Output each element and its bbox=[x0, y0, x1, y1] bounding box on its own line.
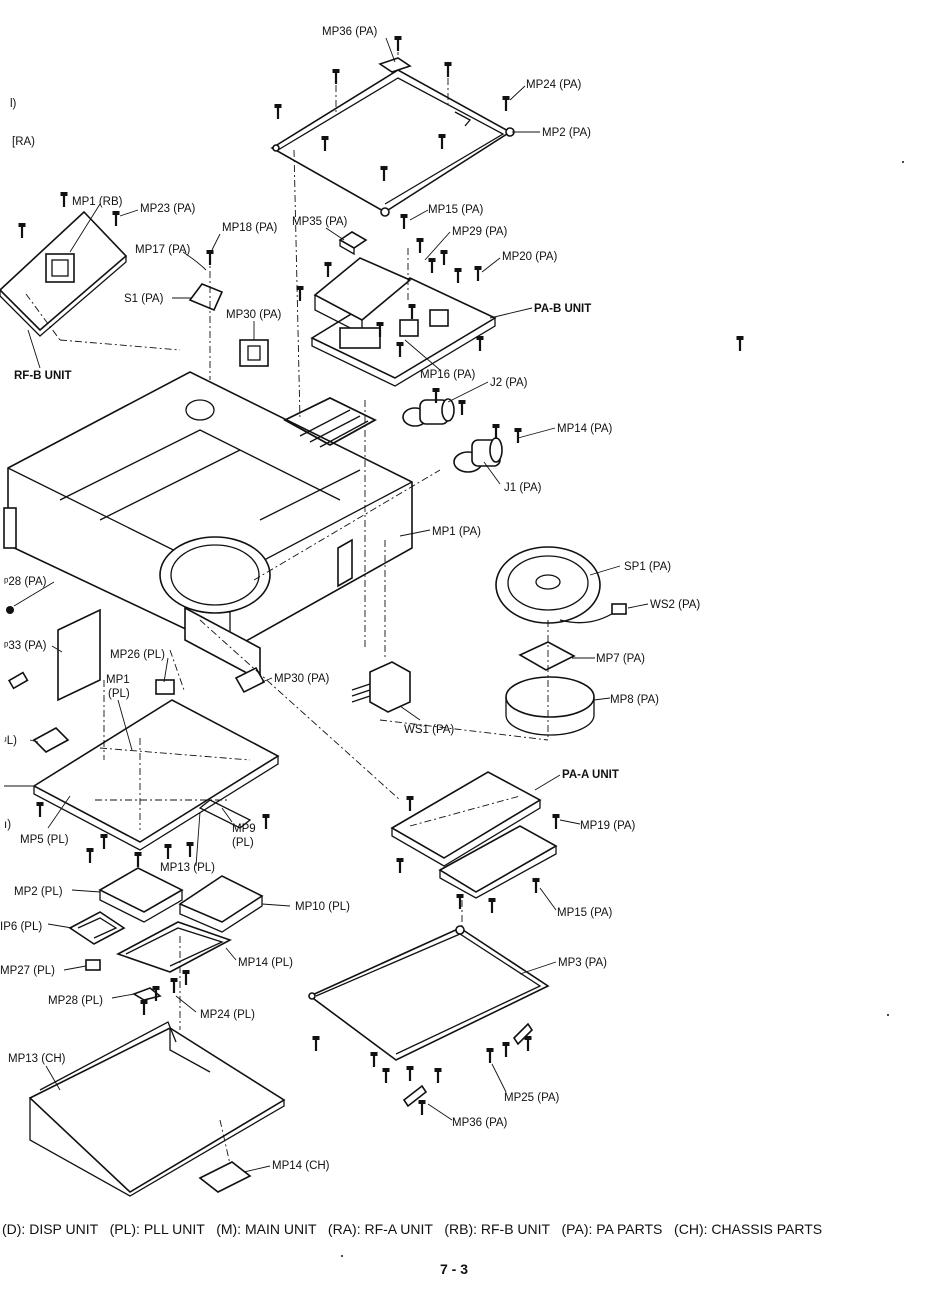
speaker-sp1 bbox=[495, 546, 627, 624]
left-fragment-parts bbox=[3, 507, 101, 753]
label-mp2-pa: MP2 (PA) bbox=[542, 127, 591, 139]
chassis-shield-mp13 bbox=[28, 1021, 286, 1197]
label-fragment-p6: IP6 (PL) bbox=[0, 921, 42, 933]
label-fragment-33pa: ᵖ33 (PA) bbox=[4, 640, 47, 652]
label-mp28-pl: MP28 (PL) bbox=[48, 995, 103, 1007]
label-mp2-pl: MP2 (PL) bbox=[14, 886, 63, 898]
label-mp15-pa-top: MP15 (PA) bbox=[428, 204, 484, 216]
label-mp1-rb: MP1 (RB) bbox=[72, 196, 123, 208]
bracket-mp30-bottom bbox=[234, 666, 266, 694]
speaker-ring-mp8 bbox=[505, 676, 595, 736]
label-mp14-pl: MP14 (PL) bbox=[238, 957, 293, 969]
label-mp14-pa: MP14 (PA) bbox=[557, 423, 613, 435]
bottom-cover-mp3 bbox=[308, 925, 550, 1108]
label-mp24-pa: MP24 (PA) bbox=[526, 79, 582, 91]
label-fragment-l3: ı) bbox=[4, 819, 11, 831]
mp35-bracket bbox=[338, 231, 368, 256]
label-mp15-pa-bottom: MP15 (PA) bbox=[557, 907, 613, 919]
leader-lines bbox=[4, 37, 649, 1173]
label-mp10-pl: MP10 (PL) bbox=[295, 901, 350, 913]
label-mp3-pa: MP3 (PA) bbox=[558, 957, 607, 969]
label-pa-b-unit: PA-B UNIT bbox=[534, 303, 591, 315]
part-labels: MP36 (PA) MP24 (PA) MP2 (PA) l) [RA) MP1… bbox=[0, 26, 700, 1172]
label-mp35-pa: MP35 (PA) bbox=[292, 216, 348, 228]
connector-j2 bbox=[402, 398, 455, 427]
label-mp13-pl: MP13 (PL) bbox=[160, 862, 215, 874]
label-mp25-pa: MP25 (PA) bbox=[504, 1092, 560, 1104]
unit-legend: (D): DISP UNIT (PL): PLL UNIT (M): MAIN … bbox=[2, 1221, 822, 1237]
pll-part-mp6 bbox=[68, 911, 126, 945]
label-mp9-pl-line2: (PL) bbox=[232, 837, 254, 849]
label-fragment-28pa: ᵖ28 (PA) bbox=[4, 576, 47, 588]
label-mp30-pa-bottom: MP30 (PA) bbox=[274, 673, 330, 685]
label-mp1-pl-line1: MP1 bbox=[106, 674, 130, 686]
label-mp30-pa-top: MP30 (PA) bbox=[226, 309, 282, 321]
label-mp26-pl: MP26 (PL) bbox=[110, 649, 165, 661]
label-mp29-pa: MP29 (PA) bbox=[452, 226, 508, 238]
mp30-bracket-top bbox=[239, 339, 269, 367]
label-mp14-ch: MP14 (CH) bbox=[272, 1160, 330, 1172]
label-mp18-pa: MP18 (PA) bbox=[222, 222, 278, 234]
label-mp19-pa: MP19 (PA) bbox=[580, 820, 636, 832]
label-mp36-top: MP36 (PA) bbox=[322, 26, 378, 38]
pa-b-unit bbox=[310, 248, 497, 387]
label-s1-pa: S1 (PA) bbox=[124, 293, 164, 305]
chassis-pad-mp14 bbox=[198, 1161, 252, 1193]
label-mp16-pa: MP16 (PA) bbox=[420, 369, 476, 381]
s1-switch bbox=[188, 283, 224, 312]
page-number: 7 - 3 bbox=[440, 1261, 468, 1277]
label-fragment-mp27: MP27 (PL) bbox=[0, 965, 55, 977]
label-mp5-pl: MP5 (PL) bbox=[20, 834, 69, 846]
speaker-pad-mp7 bbox=[518, 641, 576, 671]
label-mp1-pa: MP1 (PA) bbox=[432, 526, 481, 538]
label-mp9-pl-line1: MP9 bbox=[232, 823, 256, 835]
label-mp20-pa: MP20 (PA) bbox=[502, 251, 558, 263]
label-mp17-pa: MP17 (PA) bbox=[135, 244, 191, 256]
label-mp24-pl: MP24 (PL) bbox=[200, 1009, 255, 1021]
label-j1-pa: J1 (PA) bbox=[504, 482, 542, 494]
label-mp7-pa: MP7 (PA) bbox=[596, 653, 645, 665]
pa-a-unit bbox=[390, 771, 558, 899]
label-mp36-bottom: MP36 (PA) bbox=[452, 1117, 508, 1129]
label-fragment-l2: ʴL) bbox=[4, 735, 17, 747]
rf-b-unit-board bbox=[0, 210, 128, 337]
label-j2-pa: J2 (PA) bbox=[490, 377, 528, 389]
label-pa-a-unit: PA-A UNIT bbox=[562, 769, 619, 781]
pll-cover-mp14 bbox=[116, 921, 232, 973]
label-ws2-pa: WS2 (PA) bbox=[650, 599, 700, 611]
label-ws1-pa: WS1 (PA) bbox=[404, 724, 454, 736]
harness-ws1 bbox=[351, 661, 411, 713]
top-cover-mp2 bbox=[270, 52, 515, 217]
pll-part-mp27 bbox=[85, 959, 101, 971]
label-rf-b-unit: RF-B UNIT bbox=[14, 370, 72, 382]
label-mp13-ch: MP13 (CH) bbox=[8, 1053, 66, 1065]
connector-j1 bbox=[453, 437, 503, 473]
label-mp1-pl-line2: (PL) bbox=[108, 688, 130, 700]
label-mp8-pa: MP8 (PA) bbox=[610, 694, 659, 706]
label-mp23-pa: MP23 (PA) bbox=[140, 203, 196, 215]
pll-shield-mp2-mp10 bbox=[98, 867, 264, 933]
label-fragment-ra: [RA) bbox=[12, 136, 35, 148]
label-fragment-l: l) bbox=[10, 98, 17, 110]
alignment-lines bbox=[25, 149, 549, 1030]
mp36-bracket-top bbox=[378, 57, 412, 73]
label-sp1-pa: SP1 (PA) bbox=[624, 561, 671, 573]
pll-part-mp28 bbox=[132, 987, 162, 1001]
